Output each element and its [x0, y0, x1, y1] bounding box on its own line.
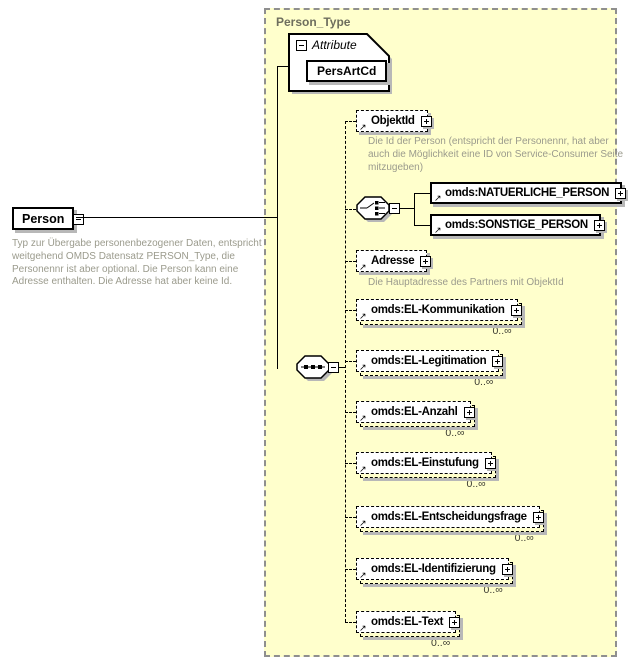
- expand-icon[interactable]: [420, 115, 432, 127]
- reference-arrow-icon: ↗: [434, 193, 442, 203]
- element-box-el-kommunikation[interactable]: ↗ omds:EL-Kommunikation: [356, 299, 522, 321]
- element-box-el-legitimation[interactable]: ↗ omds:EL-Legitimation: [356, 350, 504, 372]
- attribute-persartcd[interactable]: PersArtCd: [306, 60, 388, 82]
- element-label: omds:EL-Entscheidungsfrage: [371, 511, 527, 523]
- occurrence-label: 0..∞: [492, 325, 512, 337]
- connector-line: [345, 121, 356, 122]
- complex-type-label: Person_Type: [276, 15, 351, 29]
- element-label: Adresse: [371, 255, 415, 267]
- connector-line: [345, 261, 356, 262]
- connector-line: [345, 121, 346, 622]
- expand-icon[interactable]: [615, 187, 627, 199]
- element-node-el-legitimation: ↗ omds:EL-Legitimation 0..∞: [356, 350, 504, 388]
- element-label: omds:SONSTIGE_PERSON: [445, 219, 588, 231]
- connector-line: [345, 622, 356, 623]
- expand-icon[interactable]: [593, 219, 605, 231]
- element-node-sonstige-person: ↗ omds:SONSTIGE_PERSON: [430, 214, 605, 236]
- occurrence-label: 0..∞: [514, 532, 534, 544]
- connector-line: [414, 225, 430, 226]
- occurrence-label: 0..∞: [466, 478, 486, 490]
- expand-icon[interactable]: [484, 457, 496, 469]
- element-annotation: Die Hauptadresse des Partners mit Objekt…: [368, 277, 564, 288]
- element-box-el-einstufung[interactable]: ↗ omds:EL-Einstufung: [356, 452, 496, 474]
- occurrence-label: 0..∞: [445, 427, 465, 439]
- element-box-el-anzahl[interactable]: ↗ omds:EL-Anzahl: [356, 401, 475, 423]
- expand-icon[interactable]: [420, 255, 432, 267]
- connector-line: [277, 66, 290, 67]
- element-label: omds:EL-Text: [371, 616, 444, 628]
- element-node-el-text: ↗ omds:EL-Text 0..∞: [356, 611, 461, 649]
- reference-arrow-icon: ↗: [359, 362, 367, 372]
- collapse-icon[interactable]: [389, 203, 400, 214]
- connector-line: [345, 310, 356, 311]
- connector-line: [339, 367, 346, 368]
- element-node-natuerliche-person: ↗ omds:NATUERLICHE_PERSON: [430, 182, 627, 204]
- element-node-el-identifizierung: ↗ omds:EL-Identifizierung 0..∞: [356, 558, 513, 596]
- element-label: omds:NATUERLICHE_PERSON: [445, 187, 610, 199]
- reference-arrow-icon: ↗: [359, 570, 367, 580]
- element-box-natuerliche-person[interactable]: ↗ omds:NATUERLICHE_PERSON: [430, 182, 627, 204]
- element-node-el-anzahl: ↗ omds:EL-Anzahl 0..∞: [356, 401, 475, 439]
- attribute-section-label: Attribute: [312, 38, 357, 52]
- connector-line: [345, 569, 356, 570]
- element-node-adresse: ↗ Adresse: [356, 250, 432, 272]
- reference-arrow-icon: ↗: [359, 262, 367, 272]
- connector-line: [277, 66, 278, 369]
- choice-icon[interactable]: [356, 196, 398, 226]
- root-element-person[interactable]: Person: [12, 207, 85, 230]
- reference-arrow-icon: ↗: [359, 311, 367, 321]
- element-box-sonstige-person[interactable]: ↗ omds:SONSTIGE_PERSON: [430, 214, 605, 236]
- connector-line: [345, 517, 356, 518]
- reference-arrow-icon: ↗: [359, 464, 367, 474]
- element-box-adresse[interactable]: ↗ Adresse: [356, 250, 432, 272]
- root-element-label: Person: [22, 211, 65, 226]
- element-annotation: Die Id der Person (entspricht der Person…: [368, 136, 624, 173]
- occurrence-label: 0..∞: [474, 376, 494, 388]
- connector-line: [76, 217, 278, 218]
- element-label: omds:EL-Kommunikation: [371, 304, 505, 316]
- element-label: omds:EL-Anzahl: [371, 406, 458, 418]
- element-node-el-kommunikation: ↗ omds:EL-Kommunikation 0..∞: [356, 299, 522, 337]
- reference-arrow-icon: ↗: [359, 122, 367, 132]
- occurrence-label: 0..∞: [431, 637, 451, 649]
- reference-arrow-icon: ↗: [359, 413, 367, 423]
- collapse-icon[interactable]: [296, 40, 307, 51]
- element-box-objektid[interactable]: ↗ ObjektId: [356, 110, 432, 132]
- element-label: omds:EL-Identifizierung: [371, 563, 496, 575]
- root-annotation: Typ zur Übergabe personenbezogener Daten…: [12, 238, 262, 288]
- element-node-objektid: ↗ ObjektId: [356, 110, 432, 132]
- expand-icon[interactable]: [449, 616, 461, 628]
- reference-arrow-icon: ↗: [359, 623, 367, 633]
- element-node-el-einstufung: ↗ omds:EL-Einstufung 0..∞: [356, 452, 496, 490]
- sequence-icon[interactable]: [296, 355, 338, 385]
- connector-line: [345, 463, 356, 464]
- occurrence-label: 0..∞: [483, 584, 503, 596]
- expand-icon[interactable]: [463, 406, 475, 418]
- connector-line: [345, 412, 356, 413]
- attribute-label: PersArtCd: [317, 64, 377, 78]
- expand-icon[interactable]: [501, 563, 513, 575]
- element-box-el-entscheidungsfrage[interactable]: ↗ omds:EL-Entscheidungsfrage: [356, 506, 544, 528]
- element-label: ObjektId: [371, 115, 415, 127]
- element-label: omds:EL-Legitimation: [371, 355, 487, 367]
- expand-icon[interactable]: [492, 355, 504, 367]
- expand-icon[interactable]: [532, 511, 544, 523]
- reference-arrow-icon: ↗: [359, 518, 367, 528]
- complex-type-container: Person_Type: [264, 8, 617, 657]
- element-node-el-entscheidungsfrage: ↗ omds:EL-Entscheidungsfrage 0..∞: [356, 506, 544, 544]
- element-box-el-text[interactable]: ↗ omds:EL-Text: [356, 611, 461, 633]
- connector-line: [414, 193, 430, 194]
- reference-arrow-icon: ↗: [434, 225, 442, 235]
- expand-icon[interactable]: [510, 304, 522, 316]
- element-label: omds:EL-Einstufung: [371, 457, 479, 469]
- collapse-icon[interactable]: [73, 214, 85, 225]
- connector-line: [414, 193, 415, 225]
- collapse-icon[interactable]: [328, 362, 339, 373]
- connector-line: [345, 361, 356, 362]
- connector-line: [400, 208, 414, 209]
- element-box-el-identifizierung[interactable]: ↗ omds:EL-Identifizierung: [356, 558, 513, 580]
- connector-line: [345, 209, 356, 210]
